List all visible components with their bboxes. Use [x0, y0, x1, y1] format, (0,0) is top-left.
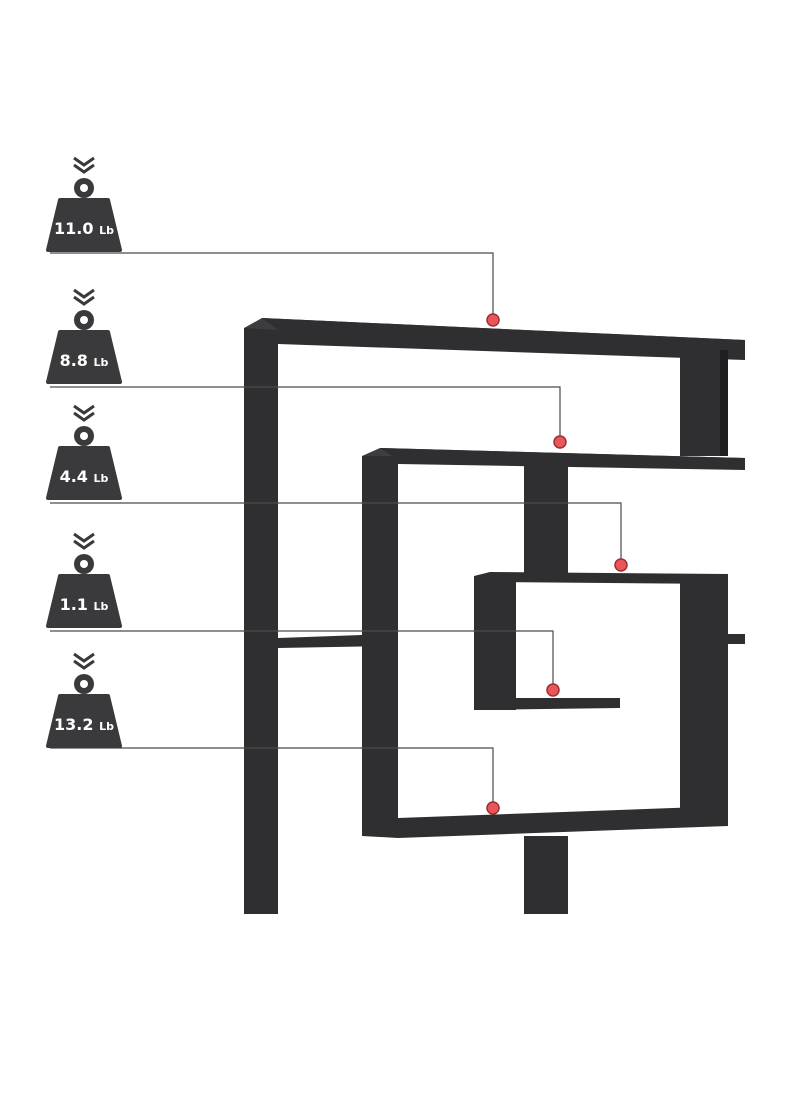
- double-chevron-down-icon: [73, 288, 95, 306]
- leader-line-1: [50, 252, 494, 320]
- weight-unit: Lb: [94, 472, 109, 485]
- center-post-lower: [524, 836, 568, 914]
- leader-lines: [50, 252, 622, 808]
- svg-text:4.4 Lb: 4.4 Lb: [60, 467, 109, 486]
- double-chevron-down-icon: [73, 532, 95, 550]
- weight-label-4: 1.1 Lb: [46, 532, 122, 628]
- leader-line-5: [50, 747, 494, 808]
- weight-icon: [46, 178, 122, 252]
- leader-line-2: [50, 386, 561, 442]
- double-chevron-down-icon: [73, 404, 95, 422]
- inner-frame-left: [474, 576, 516, 710]
- weight-unit: Lb: [99, 720, 114, 733]
- top-shelf-right-post: [680, 348, 720, 456]
- load-point-marker-2: [553, 435, 567, 449]
- weight-unit: Lb: [94, 600, 109, 613]
- double-chevron-down-icon: [73, 652, 95, 670]
- weight-icon: [46, 554, 122, 628]
- double-chevron-down-icon: [73, 156, 95, 174]
- weight-label-5: 13.2 Lb: [46, 652, 122, 748]
- leader-line-3: [50, 502, 622, 565]
- load-point-marker-4: [546, 683, 560, 697]
- big-frame-right: [680, 576, 728, 826]
- weight-capacity-labels: 11.0 Lb 8.8 Lb: [46, 156, 122, 748]
- load-point-marker-3: [614, 558, 628, 572]
- weight-icon: [46, 310, 122, 384]
- weight-value: 4.4: [60, 467, 88, 486]
- weight-value: 1.1: [60, 595, 88, 614]
- inner-frame-top: [474, 572, 728, 584]
- weight-value: 11.0: [54, 219, 93, 238]
- svg-text:13.2 Lb: 13.2 Lb: [54, 715, 114, 734]
- left-post: [244, 328, 278, 914]
- load-point-marker-5: [486, 801, 500, 815]
- weight-label-1: 11.0 Lb: [46, 156, 122, 252]
- shelf-unit: [244, 318, 745, 914]
- right-stub: [728, 634, 745, 644]
- weight-icon: [46, 426, 122, 500]
- svg-text:8.8 Lb: 8.8 Lb: [60, 351, 109, 370]
- weight-value: 13.2: [54, 715, 93, 734]
- svg-text:11.0 Lb: 11.0 Lb: [54, 219, 114, 238]
- load-markers: [486, 313, 628, 815]
- center-post-upper: [524, 460, 568, 576]
- weight-icon: [46, 674, 122, 748]
- leader-line-4: [50, 630, 554, 690]
- weight-label-2: 8.8 Lb: [46, 288, 122, 384]
- load-point-marker-1: [486, 313, 500, 327]
- big-frame-bottom: [362, 806, 728, 838]
- top-shelf-right-post-edge: [720, 350, 728, 456]
- weight-unit: Lb: [99, 224, 114, 237]
- weight-value: 8.8: [60, 351, 88, 370]
- svg-text:1.1 Lb: 1.1 Lb: [60, 595, 109, 614]
- weight-label-3: 4.4 Lb: [46, 404, 122, 500]
- big-frame-left: [362, 456, 398, 836]
- top-shelf-board: [262, 318, 745, 360]
- inner-bottom-shelf: [474, 698, 620, 710]
- weight-unit: Lb: [94, 356, 109, 369]
- second-shelf-board: [380, 448, 745, 470]
